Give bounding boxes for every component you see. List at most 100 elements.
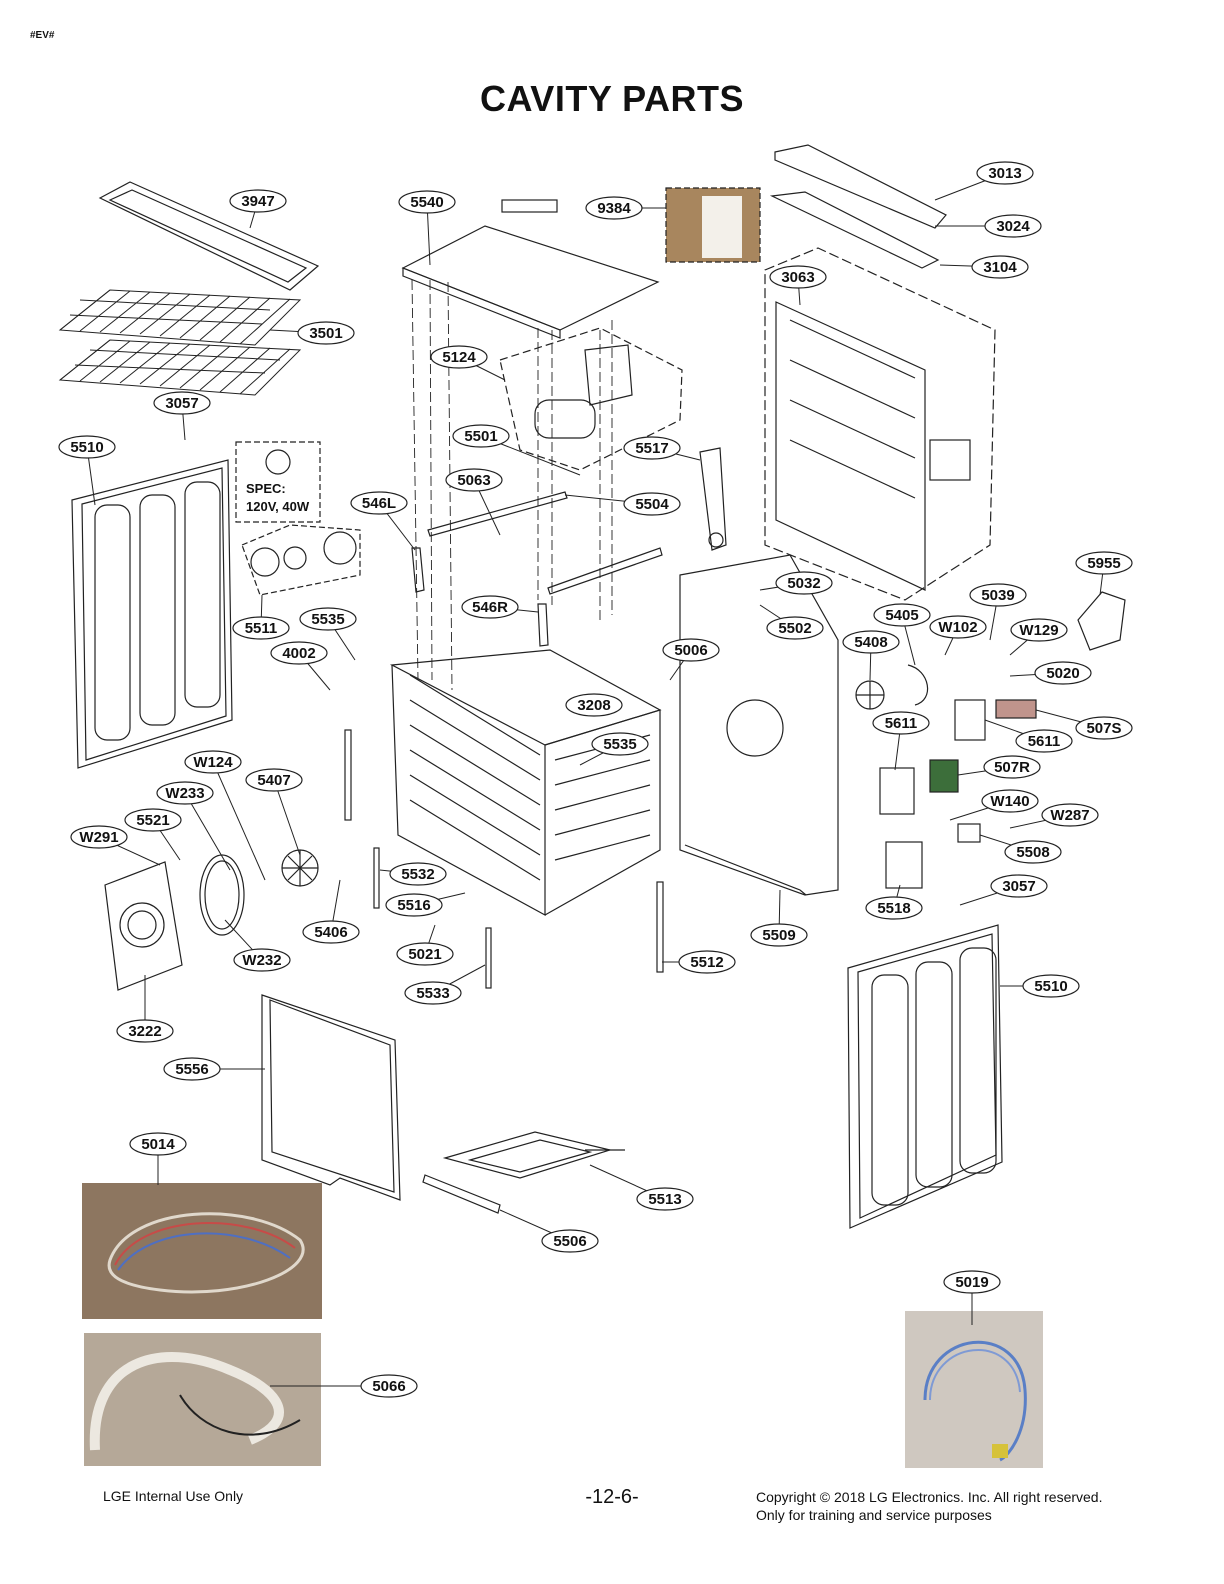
callout-label: 507R [994, 759, 1030, 776]
callout-oval [229, 189, 287, 213]
callout-label: 3222 [128, 1023, 161, 1040]
side-panel-left-5510 [71, 459, 233, 769]
callout-label: 5502 [778, 620, 811, 637]
lamp-spec-box [235, 441, 321, 523]
callout-oval [270, 641, 328, 665]
callout-oval [865, 896, 923, 920]
callout-5039: 5039 [969, 583, 1027, 607]
callout-label: 5511 [245, 620, 278, 637]
callout-5019: 5019 [943, 1270, 1001, 1294]
callout-label: 3024 [996, 218, 1030, 235]
side-panel-right-5510 [847, 924, 1003, 1229]
callout-label: W232 [242, 952, 281, 969]
top-plate-5540 [401, 199, 660, 339]
callout-label: 3057 [165, 395, 198, 412]
callout-w129: W129 [1010, 618, 1068, 642]
callout-label: W287 [1050, 807, 1089, 824]
callout-label: 5501 [464, 428, 497, 445]
mount-lines-center [411, 279, 613, 691]
callout-label: 5512 [690, 954, 723, 971]
hinge-546L [411, 547, 425, 593]
callout-oval [971, 255, 1029, 279]
callout-oval [1075, 551, 1133, 575]
callout-3222: 3222 [116, 1019, 174, 1043]
callout-label: 5408 [854, 634, 887, 651]
callout-5504: 5504 [623, 492, 681, 516]
callout-3208: 3208 [565, 693, 623, 717]
callout-label: 5517 [635, 440, 668, 457]
callout-label: 5518 [877, 900, 910, 917]
callout-oval [541, 1229, 599, 1253]
callout-3104: 3104 [971, 255, 1029, 279]
fan-5407 [281, 849, 319, 887]
copyright-line-2: Only for training and service purposes [756, 1507, 992, 1523]
rail-5504 [547, 547, 663, 595]
callout-oval [1041, 803, 1099, 827]
callout-oval [976, 161, 1034, 185]
callout-oval [983, 755, 1041, 779]
callout-label: 5014 [141, 1136, 175, 1153]
photo-5014 [82, 1183, 322, 1319]
fan-motor-box-5124 [499, 327, 683, 471]
callout-oval [445, 468, 503, 492]
photo-5066 [84, 1333, 321, 1466]
relay-5508 [957, 823, 981, 843]
callout-5535: 5535 [591, 732, 649, 756]
callout-oval [769, 265, 827, 289]
callout-label: 5039 [981, 587, 1014, 604]
callout-label: 4002 [282, 645, 315, 662]
callout-oval [623, 492, 681, 516]
callout-3501: 3501 [297, 321, 355, 345]
callout-5535: 5535 [299, 607, 357, 631]
callout-oval [297, 321, 355, 345]
callout-w291: W291 [70, 825, 128, 849]
duct-5517 [699, 447, 727, 551]
callout-w102: W102 [929, 615, 987, 639]
callout-9384: 9384 [585, 196, 643, 220]
callout-5032: 5032 [775, 571, 833, 595]
rail-5063 [427, 491, 568, 537]
convection-cover-3222 [104, 861, 183, 991]
callout-label: 5020 [1046, 665, 1079, 682]
callout-5508: 5508 [1004, 840, 1062, 864]
callout-w287: W287 [1041, 803, 1099, 827]
callout-label: 5535 [311, 611, 344, 628]
callout-label: 5124 [442, 349, 476, 366]
callout-w232: W232 [233, 948, 291, 972]
callout-5516: 5516 [385, 893, 443, 917]
callout-label: 3104 [983, 259, 1017, 276]
callout-oval [1015, 729, 1073, 753]
callout-oval [984, 214, 1042, 238]
callout-oval [404, 981, 462, 1005]
lamp-spec-note: SPEC: 120V, 40W [246, 480, 309, 516]
callout-5533: 5533 [404, 981, 462, 1005]
callout-3057: 3057 [990, 874, 1048, 898]
callout-507s: 507S [1075, 716, 1133, 740]
callout-label: 5506 [553, 1233, 586, 1250]
callout-oval [585, 196, 643, 220]
callout-oval [775, 571, 833, 595]
callout-507r: 507R [983, 755, 1041, 779]
callout-oval [1034, 661, 1092, 685]
callout-3013: 3013 [976, 161, 1034, 185]
copyright-line-1: Copyright © 2018 LG Electronics. Inc. Al… [756, 1489, 1103, 1505]
bake-element-5513 [442, 1131, 625, 1179]
callout-5556: 5556 [163, 1057, 221, 1081]
callout-5405: 5405 [873, 603, 931, 627]
callout-w124: W124 [184, 750, 242, 774]
callout-oval [565, 693, 623, 717]
callout-5006: 5006 [662, 638, 720, 662]
callout-label: 5510 [1034, 978, 1067, 995]
callout-oval [990, 874, 1048, 898]
callout-5014: 5014 [129, 1132, 187, 1156]
callout-label: 5504 [635, 496, 669, 513]
callout-label: 5516 [397, 897, 430, 914]
callout-oval [842, 630, 900, 654]
callout-3947: 3947 [229, 189, 287, 213]
callout-oval [461, 595, 519, 619]
callout-5407: 5407 [245, 768, 303, 792]
callout-oval [636, 1187, 694, 1211]
callout-label: W291 [79, 829, 118, 846]
callout-oval [396, 942, 454, 966]
